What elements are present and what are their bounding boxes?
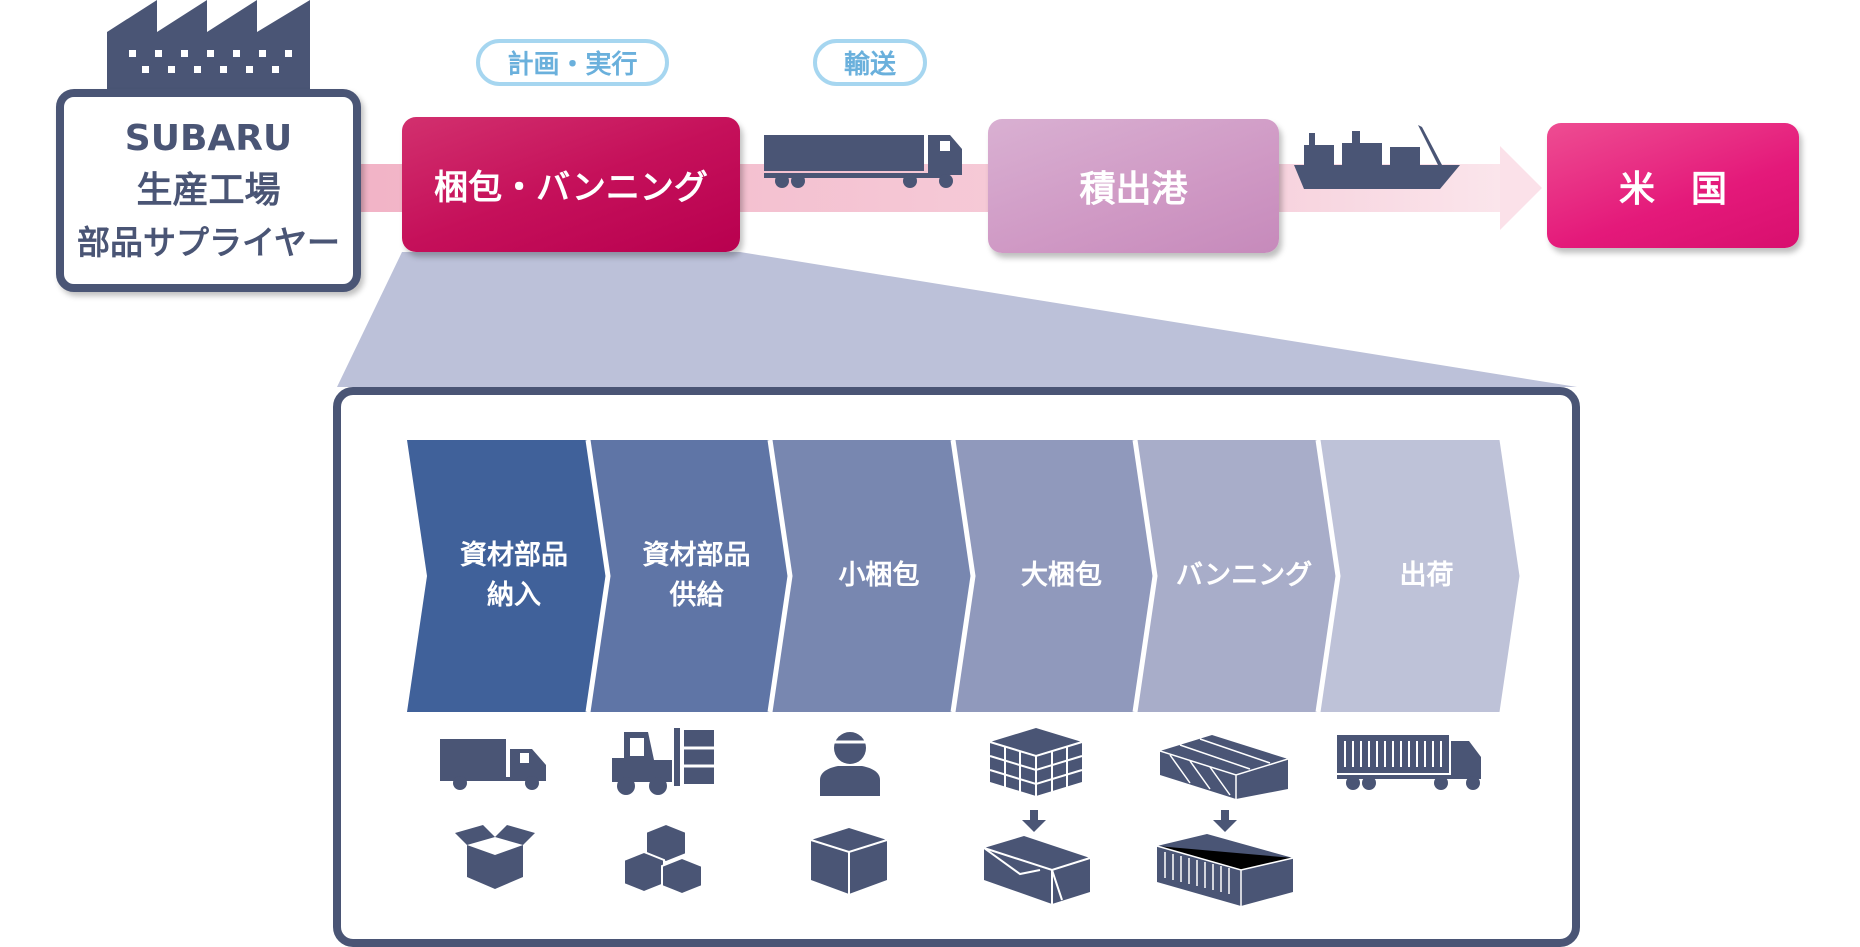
trailer-truck-icon	[764, 135, 962, 188]
step-separator	[767, 440, 793, 712]
process-step-1: 資材部品 納入	[407, 440, 607, 712]
worker-icon	[820, 732, 880, 796]
large-crate-icon	[983, 810, 1091, 904]
process-step-6: 出荷	[1319, 440, 1520, 712]
packing-vanning-box: 梱包・バンニング	[402, 117, 740, 252]
factory-roof-icon	[107, 0, 310, 92]
shipping-container-icon	[1156, 810, 1294, 906]
stacked-boxes-icon	[623, 822, 703, 894]
step-separator	[585, 440, 611, 712]
port-of-loading-box: 積出港	[988, 119, 1279, 253]
process-step-label: バンニング	[1175, 560, 1313, 591]
step-separator	[950, 440, 976, 712]
origin-line2: 生産工場	[136, 169, 281, 211]
step-separator	[1315, 440, 1341, 712]
container-truck-icon	[1337, 735, 1481, 790]
process-step-label: 資材部品 納入	[460, 540, 568, 611]
banded-cargo-icon	[1160, 735, 1288, 799]
process-step-4: 大梱包	[954, 440, 1155, 712]
process-step-label: 出荷	[1399, 560, 1454, 591]
process-step-label: 大梱包	[1021, 560, 1102, 591]
step-separator	[1132, 440, 1158, 712]
forklift-icon	[612, 728, 714, 795]
process-step-2: 資材部品 供給	[589, 440, 790, 712]
origin-line3: 部品サプライヤー	[76, 222, 340, 262]
cargo-ship-icon	[1294, 125, 1460, 189]
origin-factory-box: SUBARU 生産工場 部品サプライヤー	[56, 89, 361, 292]
stacked-small-packages-icon	[989, 728, 1083, 796]
process-step-label: 小梱包	[838, 560, 920, 591]
transport-label: 輸送	[813, 39, 927, 86]
process-step-label: 資材部品 供給	[642, 540, 751, 611]
usa-box: 米 国	[1547, 123, 1799, 248]
process-step-5: バンニング	[1137, 440, 1337, 712]
open-box-icon	[455, 825, 535, 889]
origin-line1: SUBARU	[124, 117, 293, 159]
small-box-icon	[810, 828, 888, 894]
plan-execute-label: 計画・実行	[476, 39, 669, 86]
process-step-3: 小梱包	[772, 440, 972, 712]
delivery-truck-icon	[440, 739, 546, 790]
flow-arrow-head	[1500, 146, 1542, 230]
